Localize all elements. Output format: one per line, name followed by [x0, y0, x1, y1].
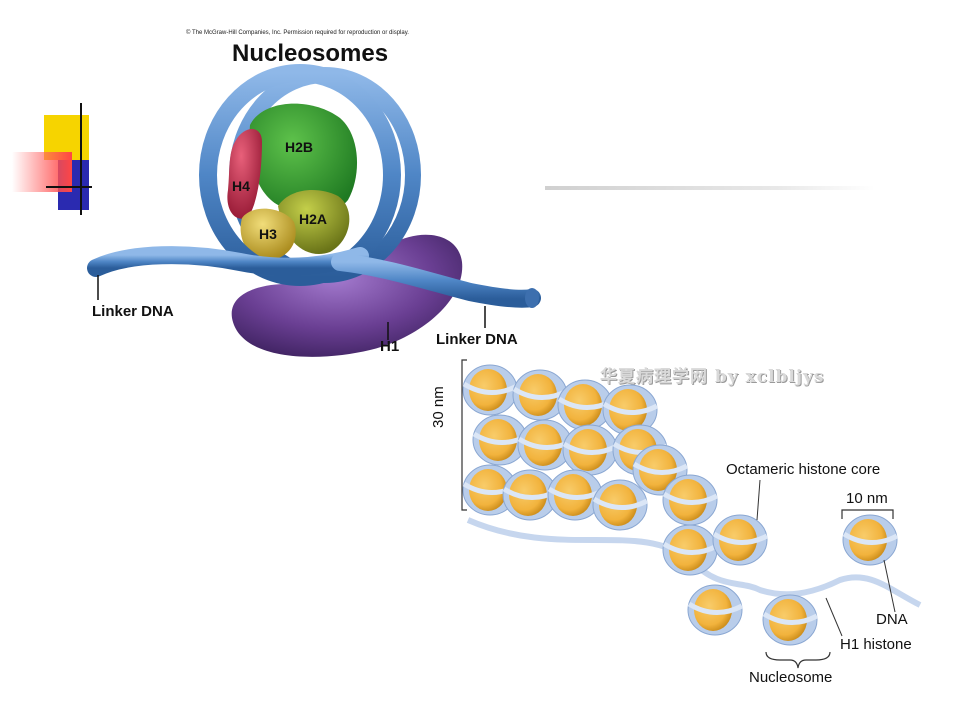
fiber-bead [462, 364, 519, 416]
fiber-bead [842, 514, 899, 566]
scale-10nm-bracket [841, 509, 894, 519]
fiber-bead [462, 464, 519, 516]
dna-front-coil [199, 64, 401, 286]
fiber-bead [762, 594, 819, 646]
h2a-label: H2A [299, 211, 328, 227]
linker-dna-left-label: Linker DNA [92, 303, 174, 320]
copyright-notice: © The McGraw-Hill Companies, Inc. Permis… [186, 30, 409, 36]
scale-10nm-label: 10 nm [846, 490, 888, 507]
fiber-bead [512, 369, 569, 421]
scale-30nm-bracket [461, 359, 467, 511]
watermark: 华夏病理学网 by xclbljys [600, 367, 825, 387]
linker-dna-right-end [525, 288, 539, 308]
fiber-bead [502, 469, 559, 521]
deco-gray-rule [545, 186, 875, 190]
h2b-label: H2B [285, 139, 314, 155]
deco-horizontal-line [46, 186, 92, 188]
deco-vertical-line [80, 103, 82, 215]
fiber-bead [687, 584, 744, 636]
fiber-bead [592, 479, 649, 531]
page-title: Nucleosomes [232, 40, 389, 67]
h4-protein [227, 129, 262, 219]
h3-protein [240, 208, 296, 261]
linker-dna-right-strand [331, 253, 541, 308]
h1-pointer [825, 597, 843, 637]
dna-pointer [883, 559, 896, 613]
fiber-bead [602, 384, 659, 436]
fiber-bead [662, 524, 719, 576]
h2a-protein [278, 190, 350, 255]
octameric-core-label: Octameric histone core [726, 461, 881, 478]
fiber-bead [562, 424, 619, 476]
linker-dna-right-label: Linker DNA [436, 331, 518, 348]
fiber-dna-strand [466, 517, 922, 608]
fiber-bead [547, 469, 604, 521]
dna-label: DNA [876, 611, 908, 628]
h1-label: H1 [380, 338, 400, 355]
linker-dna-left-strand [87, 246, 369, 277]
h1-histone-label: H1 histone [840, 636, 912, 653]
h2b-protein [249, 103, 358, 215]
fiber-bead [557, 379, 614, 431]
fiber-bead [662, 474, 719, 526]
fiber-bead [712, 514, 769, 566]
fiber-nucleosome-beads [462, 364, 899, 646]
core-pointer [756, 479, 761, 521]
nucleosome-brace [765, 651, 831, 669]
deco-red-square [12, 152, 72, 192]
scale-30nm-label: 30 nm [430, 386, 447, 428]
nucleosome-label: Nucleosome [749, 669, 833, 686]
linker-strand [466, 517, 922, 608]
h3-label: H3 [259, 226, 277, 242]
h4-label: H4 [232, 178, 250, 194]
